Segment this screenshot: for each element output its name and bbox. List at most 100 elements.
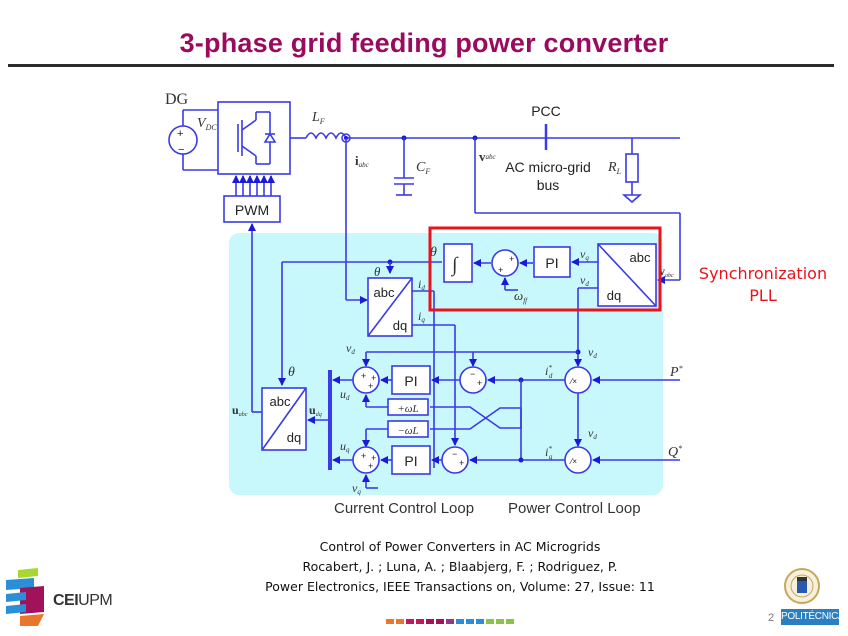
politecnica-logo: POLITÉCNICA <box>781 609 845 625</box>
vq-current-label: vq <box>352 481 361 496</box>
pll-abc-label: abc <box>630 250 651 265</box>
iq-label: iq <box>418 309 425 324</box>
pll-pi-controller <box>533 246 571 278</box>
svg-text:+: + <box>361 451 366 461</box>
reference-caption: Control of Power Converters in AC Microg… <box>180 537 740 597</box>
color-strip-square <box>436 619 444 624</box>
pi-d-label: PI <box>404 373 417 389</box>
pll-callout: Synchronization PLL <box>688 263 838 307</box>
pll-pi-label: PI <box>545 255 558 271</box>
color-strip-square <box>426 619 434 624</box>
color-strip-square <box>396 619 404 624</box>
omega-ff-label: ωff <box>514 288 528 305</box>
current-dq-label: dq <box>393 318 407 333</box>
lf-label: LF <box>311 110 325 126</box>
bus-label-line1: AC micro-grid <box>505 159 591 175</box>
theta-output-label: θ <box>288 365 295 380</box>
output-abc-label: abc <box>270 394 291 409</box>
vdc-label: VDC <box>197 116 217 132</box>
divider-symbol-d: ⁄× <box>569 377 577 386</box>
color-strip-square <box>466 619 474 624</box>
page-number: 2 <box>768 612 775 624</box>
svg-text:+: + <box>509 254 514 264</box>
svg-text:+: + <box>459 458 464 468</box>
inverter-switch-block <box>217 101 291 175</box>
caption-authors: Rocabert, J. ; Luna, A. ; Blaabjerg, F. … <box>302 559 618 574</box>
color-strip <box>386 619 514 624</box>
vd-pll-label: vd <box>580 273 589 288</box>
pll-highlight-box <box>428 226 662 312</box>
load-resistor <box>621 138 643 204</box>
vd-current-label: vd <box>346 341 355 356</box>
cei-logo-text: CEIUPM <box>53 592 113 609</box>
caption-journal: Power Electronics, IEEE Transactions on,… <box>265 579 655 594</box>
filter-capacitor <box>394 135 414 196</box>
svg-text:+: + <box>177 128 183 140</box>
pll-summing-junction <box>491 249 519 277</box>
igbt-symbol <box>237 111 277 165</box>
current-abc-label: abc <box>374 285 395 300</box>
pwm-block <box>223 195 281 223</box>
ud-label: ud <box>340 387 350 402</box>
cf-label: CF <box>416 160 430 176</box>
svg-text:−: − <box>178 144 184 156</box>
slide-title: 3-phase grid feeding power converter <box>179 28 669 58</box>
caption-title: Control of Power Converters in AC Microg… <box>319 539 601 554</box>
bus-label-line2: bus <box>537 177 560 193</box>
dg-label: DG <box>165 91 189 108</box>
svg-text:−: − <box>470 369 475 379</box>
svg-text:−: − <box>452 449 457 459</box>
uabc-label: uabc <box>232 403 248 418</box>
pll-dq-label: dq <box>607 288 621 303</box>
dc-source <box>168 109 218 171</box>
uq-label: uq <box>340 439 350 454</box>
pi-controller-d <box>391 365 431 395</box>
title-divider <box>8 64 834 67</box>
pi-q-label: PI <box>404 453 417 469</box>
upm-seal-icon <box>784 568 820 604</box>
vd-power-q-label: vd <box>588 426 597 441</box>
color-strip-square <box>506 619 514 624</box>
minus-omega-l-label: −ωL <box>397 425 418 437</box>
output-dq-label: dq <box>287 430 301 445</box>
svg-text:+: + <box>498 265 503 275</box>
vabc-label: vabc <box>479 149 497 164</box>
pwm-label: PWM <box>235 202 269 218</box>
svg-text:+: + <box>368 381 373 391</box>
pll-callout-line2: PLL <box>749 286 777 305</box>
divider-symbol-q: ⁄× <box>569 457 577 466</box>
iq-ref-label: i*q <box>545 445 553 461</box>
filter-inductor <box>305 132 347 140</box>
q-ref-label: Q* <box>668 444 682 460</box>
id-label: id <box>418 277 425 292</box>
power-calc-q <box>564 446 592 474</box>
rl-label: RL <box>607 160 622 176</box>
p-ref-label: P* <box>669 364 683 380</box>
svg-text:+: + <box>361 371 366 381</box>
color-strip-square <box>486 619 494 624</box>
integrator-symbol: ∫ <box>450 254 459 277</box>
id-ref-label: i*d <box>545 364 553 380</box>
color-strip-square <box>406 619 414 624</box>
pcc-label: PCC <box>531 103 561 119</box>
vq-pll-label: vq <box>580 247 589 262</box>
vabc-pll-label: vabc <box>659 264 674 279</box>
svg-text:+: + <box>368 461 373 471</box>
current-loop-label: Current Control Loop <box>334 500 475 517</box>
pi-controller-q <box>391 445 431 475</box>
color-strip-square <box>446 619 454 624</box>
power-loop-label: Power Control Loop <box>508 500 641 517</box>
theta-pll-label: θ <box>430 245 437 260</box>
plus-omega-l-label: +ωL <box>397 403 418 415</box>
color-strip-square <box>496 619 504 624</box>
vd-power-label: vd <box>588 345 597 360</box>
color-strip-square <box>476 619 484 624</box>
color-strip-square <box>386 619 394 624</box>
power-calc-d <box>564 366 592 394</box>
cei-logo-icon <box>6 568 44 626</box>
theta-current-label: θ <box>374 264 381 279</box>
udq-label: udq <box>309 403 322 418</box>
color-strip-square <box>456 619 464 624</box>
svg-text:+: + <box>477 378 482 388</box>
